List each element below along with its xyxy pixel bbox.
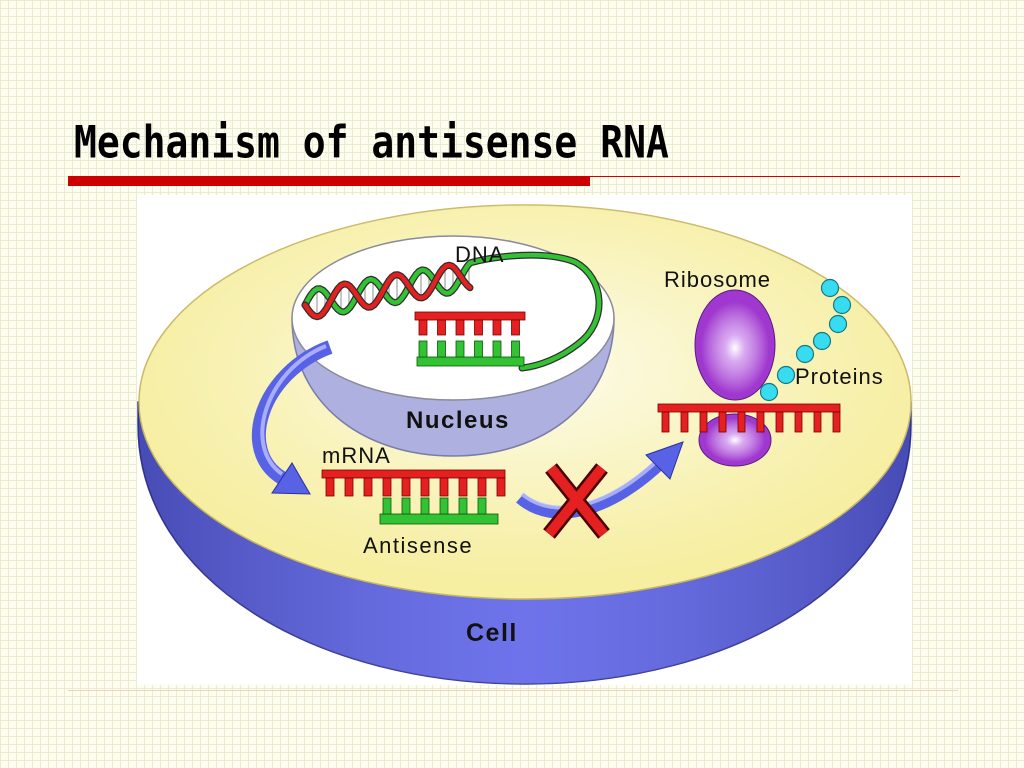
gene-template-base (492, 340, 502, 358)
export-arrow (251, 340, 333, 495)
translation-arrow-head (645, 441, 684, 480)
translated-mrna-base (794, 411, 803, 433)
gene-coding-backbone (414, 311, 526, 321)
gene-coding-base (437, 319, 446, 336)
amino-acid-bead (828, 314, 848, 334)
translated-mrna-base (680, 411, 689, 433)
antisense-base (382, 497, 392, 515)
gene-template-base (437, 340, 446, 358)
mrna-base (420, 477, 430, 497)
footer-rule (68, 690, 958, 691)
mrna-base (344, 477, 354, 497)
gene-template-base (455, 340, 465, 358)
mrna-base (458, 477, 468, 497)
dna-template-strand (302, 252, 602, 371)
antisense-base (401, 497, 411, 515)
protein-chain (759, 278, 852, 402)
amino-acid-bead (759, 382, 779, 402)
amino-acid-bead (776, 365, 796, 385)
mrna-base (325, 477, 335, 497)
antisense-diagram: DNA Nucleus mRNA Antisense Ribosome Prot… (137, 204, 912, 685)
translated-mrna-base (813, 411, 822, 433)
ribosome-large-subunit-highlight (701, 302, 769, 394)
cell-label: Cell (466, 619, 518, 647)
translated-mrna-base (737, 411, 746, 433)
gene-coding-base (492, 319, 502, 336)
translated-mrna-base (756, 411, 765, 433)
nucleus (291, 235, 615, 457)
mrna-base (439, 477, 449, 497)
dna-coding-strand (302, 262, 473, 319)
translated-mrna-backbone (657, 403, 841, 413)
dna-gene-segment (414, 311, 526, 367)
blocked-cross-icon (543, 463, 610, 539)
dna-label: DNA (455, 242, 504, 267)
mrna-base (496, 477, 506, 497)
antisense-label: Antisense (363, 533, 473, 558)
export-arrow-shaft (251, 340, 333, 484)
export-arrow-head (271, 462, 311, 495)
antisense-base (420, 497, 430, 515)
translated-mrna-base (775, 411, 784, 433)
mrna-base (401, 477, 411, 497)
mrna-base (477, 477, 487, 497)
dna-helix (301, 251, 603, 372)
translated-mrna-base (661, 411, 670, 433)
proteins-label: Proteins (795, 364, 884, 389)
gene-coding-base (418, 319, 428, 336)
antisense-base (458, 497, 468, 515)
export-arrow-highlight (260, 344, 327, 476)
diagram-panel: DNA Nucleus mRNA Antisense Ribosome Prot… (137, 195, 912, 685)
translated-mrna-base (699, 411, 708, 433)
ribosome (694, 289, 776, 467)
mrna-strand (321, 469, 506, 497)
gene-coding-base (511, 319, 520, 336)
gene-coding-base (455, 319, 465, 336)
gene-template-base (474, 340, 483, 358)
gene-template-base (511, 340, 520, 358)
antisense-strand (379, 497, 499, 525)
gene-template-backbone (416, 356, 525, 367)
gene-coding-base (474, 319, 483, 336)
antisense-base (439, 497, 449, 515)
ribosome-label: Ribosome (664, 267, 771, 292)
amino-acid-bead (795, 344, 815, 364)
antisense-backbone (379, 513, 499, 525)
mrna-backbone (321, 469, 506, 479)
mrna-label: mRNA (322, 443, 391, 468)
cross-stroke (545, 464, 606, 538)
mrna-base (382, 477, 392, 497)
amino-acid-bead (820, 278, 840, 298)
slide-title: Mechanism of antisense RNA (74, 116, 669, 168)
nucleus-label: Nucleus (406, 407, 510, 434)
mrna-base (363, 477, 373, 497)
translated-mrna-base (832, 411, 841, 433)
gene-template-base (418, 340, 428, 358)
amino-acid-bead (832, 295, 852, 315)
translated-mrna-base (718, 411, 727, 433)
ribosome-small-subunit-highlight (705, 418, 765, 462)
antisense-base (477, 497, 487, 515)
title-underline-bar (68, 176, 590, 186)
amino-acid-bead (812, 331, 832, 351)
translated-mrna-strand (657, 403, 841, 433)
